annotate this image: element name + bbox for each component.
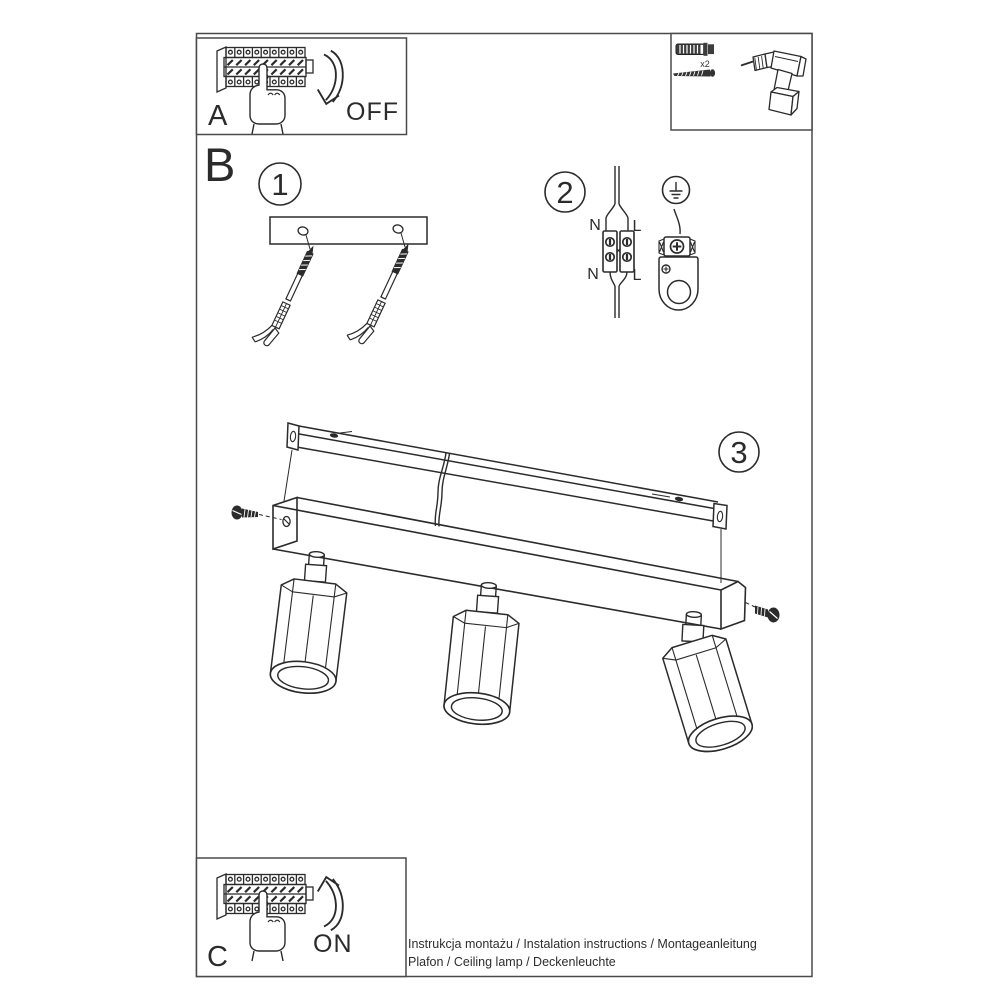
spotlight-3-shade — [659, 631, 758, 760]
step-3-badge — [718, 431, 760, 473]
power-cable — [434, 452, 447, 527]
box-a-label: A — [208, 100, 228, 132]
box-a-action-text: OFF — [346, 98, 399, 126]
box-c-power-on: C ON — [195, 857, 407, 978]
bracket-hole-left — [297, 226, 309, 236]
earth-glyph — [669, 182, 683, 199]
footer: Instrukcja montażu / Instalation instruc… — [408, 937, 757, 969]
ground-wire — [673, 208, 681, 235]
bar-screw-left-icon — [231, 505, 282, 520]
wire-label-l-top: L — [633, 218, 642, 235]
page-frame — [195, 32, 813, 978]
spotlight-1 — [267, 550, 349, 698]
footer-line2: Plafon / Ceiling lamp / Deckenleuchte — [408, 955, 616, 969]
step-2-wiring: 2 N L N L — [544, 166, 699, 318]
screw-anchor-right-icon — [345, 237, 414, 348]
supply-cable-top — [614, 166, 620, 204]
wall-plug-icon — [675, 42, 714, 56]
screw-icon — [673, 69, 716, 77]
ground-symbol-icon — [661, 175, 691, 205]
step-2-number: 2 — [556, 175, 573, 210]
plug-quantity-label: x2 — [700, 59, 710, 69]
terminal-screws — [604, 236, 633, 263]
step-2-badge — [544, 171, 586, 213]
spotlight-3-stem — [681, 610, 706, 643]
bracket-hole-right — [392, 224, 404, 234]
ground-connector — [658, 236, 699, 311]
lamp-bar — [272, 496, 747, 631]
split-wires-bottom — [609, 271, 628, 287]
block-gap-mark — [616, 248, 621, 253]
box-c-label: C — [207, 941, 228, 973]
section-b-label: B — [204, 138, 235, 191]
lamp-cable-bottom — [614, 286, 620, 318]
spotlight-2-shade — [441, 608, 521, 729]
wire-label-n-bottom: N — [587, 266, 599, 283]
spotlight-1-shade — [267, 576, 349, 698]
box-a-power-off: A OFF — [195, 37, 408, 136]
step-1-number: 1 — [271, 167, 288, 202]
drill-icon — [740, 50, 807, 116]
box-c-action-text: ON — [313, 930, 353, 958]
step-3-assembly: 3 — [231, 422, 780, 760]
split-wires-top — [605, 203, 629, 231]
wire-label-n-top: N — [589, 217, 601, 234]
step-1-mounting: 1 — [250, 162, 428, 350]
spotlight-2 — [441, 581, 521, 729]
step-1-badge — [258, 162, 302, 206]
screw-anchor-left-icon — [250, 239, 319, 350]
screw-guide-lines — [305, 232, 406, 250]
wire-label-l-bottom: L — [633, 267, 642, 284]
power-cable-edge — [438, 453, 451, 527]
bar-screw-right-icon — [745, 602, 780, 623]
spotlight-3 — [659, 610, 758, 760]
tools-box: x2 — [670, 32, 813, 131]
mounting-bracket — [269, 216, 428, 245]
step-3-number: 3 — [730, 435, 747, 470]
mounting-rail — [283, 422, 728, 583]
footer-line1: Instrukcja montażu / Instalation instruc… — [408, 937, 757, 951]
